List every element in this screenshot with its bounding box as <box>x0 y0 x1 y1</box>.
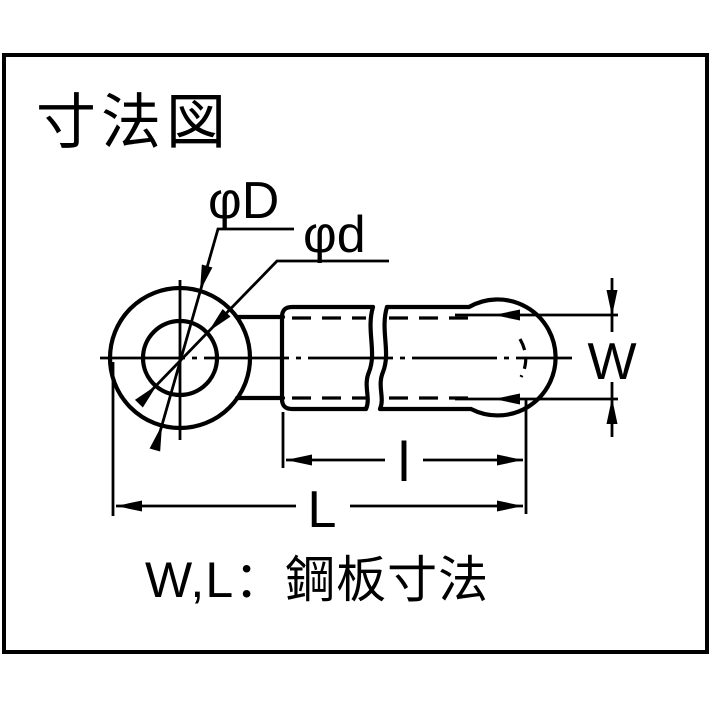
break-line-left <box>363 304 376 412</box>
phiD-arrowhead-lower <box>149 425 162 452</box>
break-line-right <box>377 304 390 412</box>
label-outer-diameter: φD <box>208 172 279 230</box>
l-arrowhead-left <box>286 454 312 466</box>
drawing-title: 寸法図 <box>36 89 231 156</box>
w-plate-edge-arrowhead-top <box>494 309 520 321</box>
w-plate-edge-arrowhead-bottom <box>494 393 520 405</box>
drawing-frame-border <box>2 53 709 654</box>
hidden-plate-end-arc <box>518 338 528 378</box>
phid-arrowhead-lower <box>134 385 157 408</box>
label-inner-diameter: φd <box>303 206 366 264</box>
label-plate-length: L <box>308 481 337 539</box>
l-arrowhead-right <box>497 454 523 466</box>
label-barrel-length: l <box>398 430 410 493</box>
w-arrowhead-up <box>606 398 618 424</box>
phiD-leader-line <box>154 227 294 447</box>
sleeve-right-outline <box>377 297 558 418</box>
L-arrowhead-right <box>497 500 523 512</box>
sleeve-left-outline <box>279 304 376 412</box>
phiD-arrowhead-upper <box>200 264 213 291</box>
label-plate-width: W <box>587 333 636 391</box>
w-arrowhead-down <box>606 290 618 316</box>
ring-outer-circle <box>107 285 253 431</box>
phid-leader-line <box>144 259 389 397</box>
L-arrowhead-left <box>116 500 142 512</box>
ring-inner-circle <box>140 318 220 398</box>
phid-arrowhead-upper <box>208 309 231 332</box>
caption-plate-dimensions: W,L：鋼板寸法 <box>145 552 489 608</box>
